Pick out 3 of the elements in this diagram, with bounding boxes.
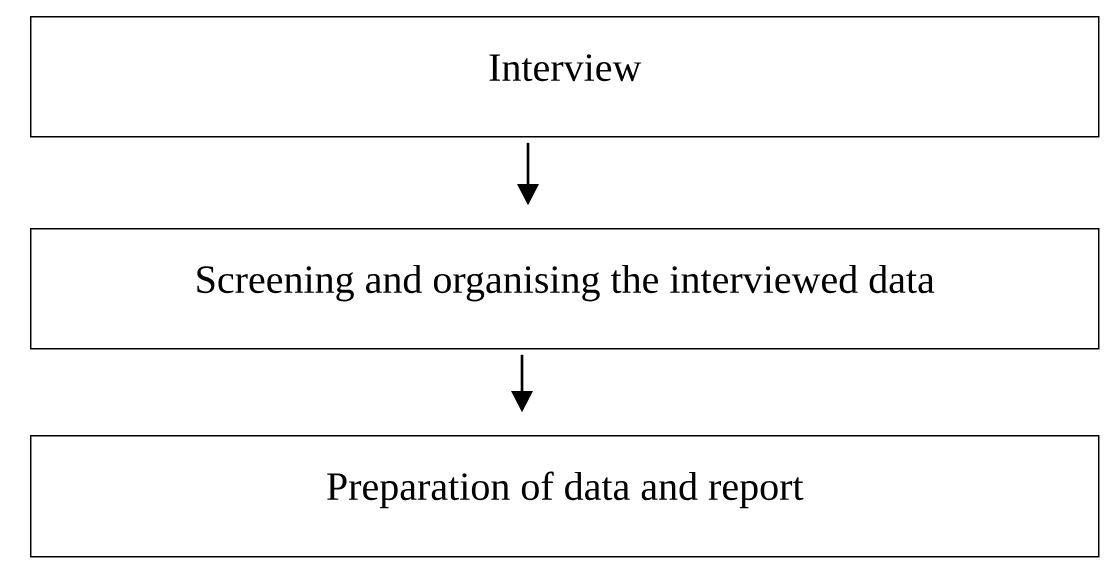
process-box: Preparation of data and report (30, 435, 1100, 558)
process-box: Screening and organising the interviewed data (30, 228, 1100, 350)
process-box: Interview (30, 16, 1100, 138)
